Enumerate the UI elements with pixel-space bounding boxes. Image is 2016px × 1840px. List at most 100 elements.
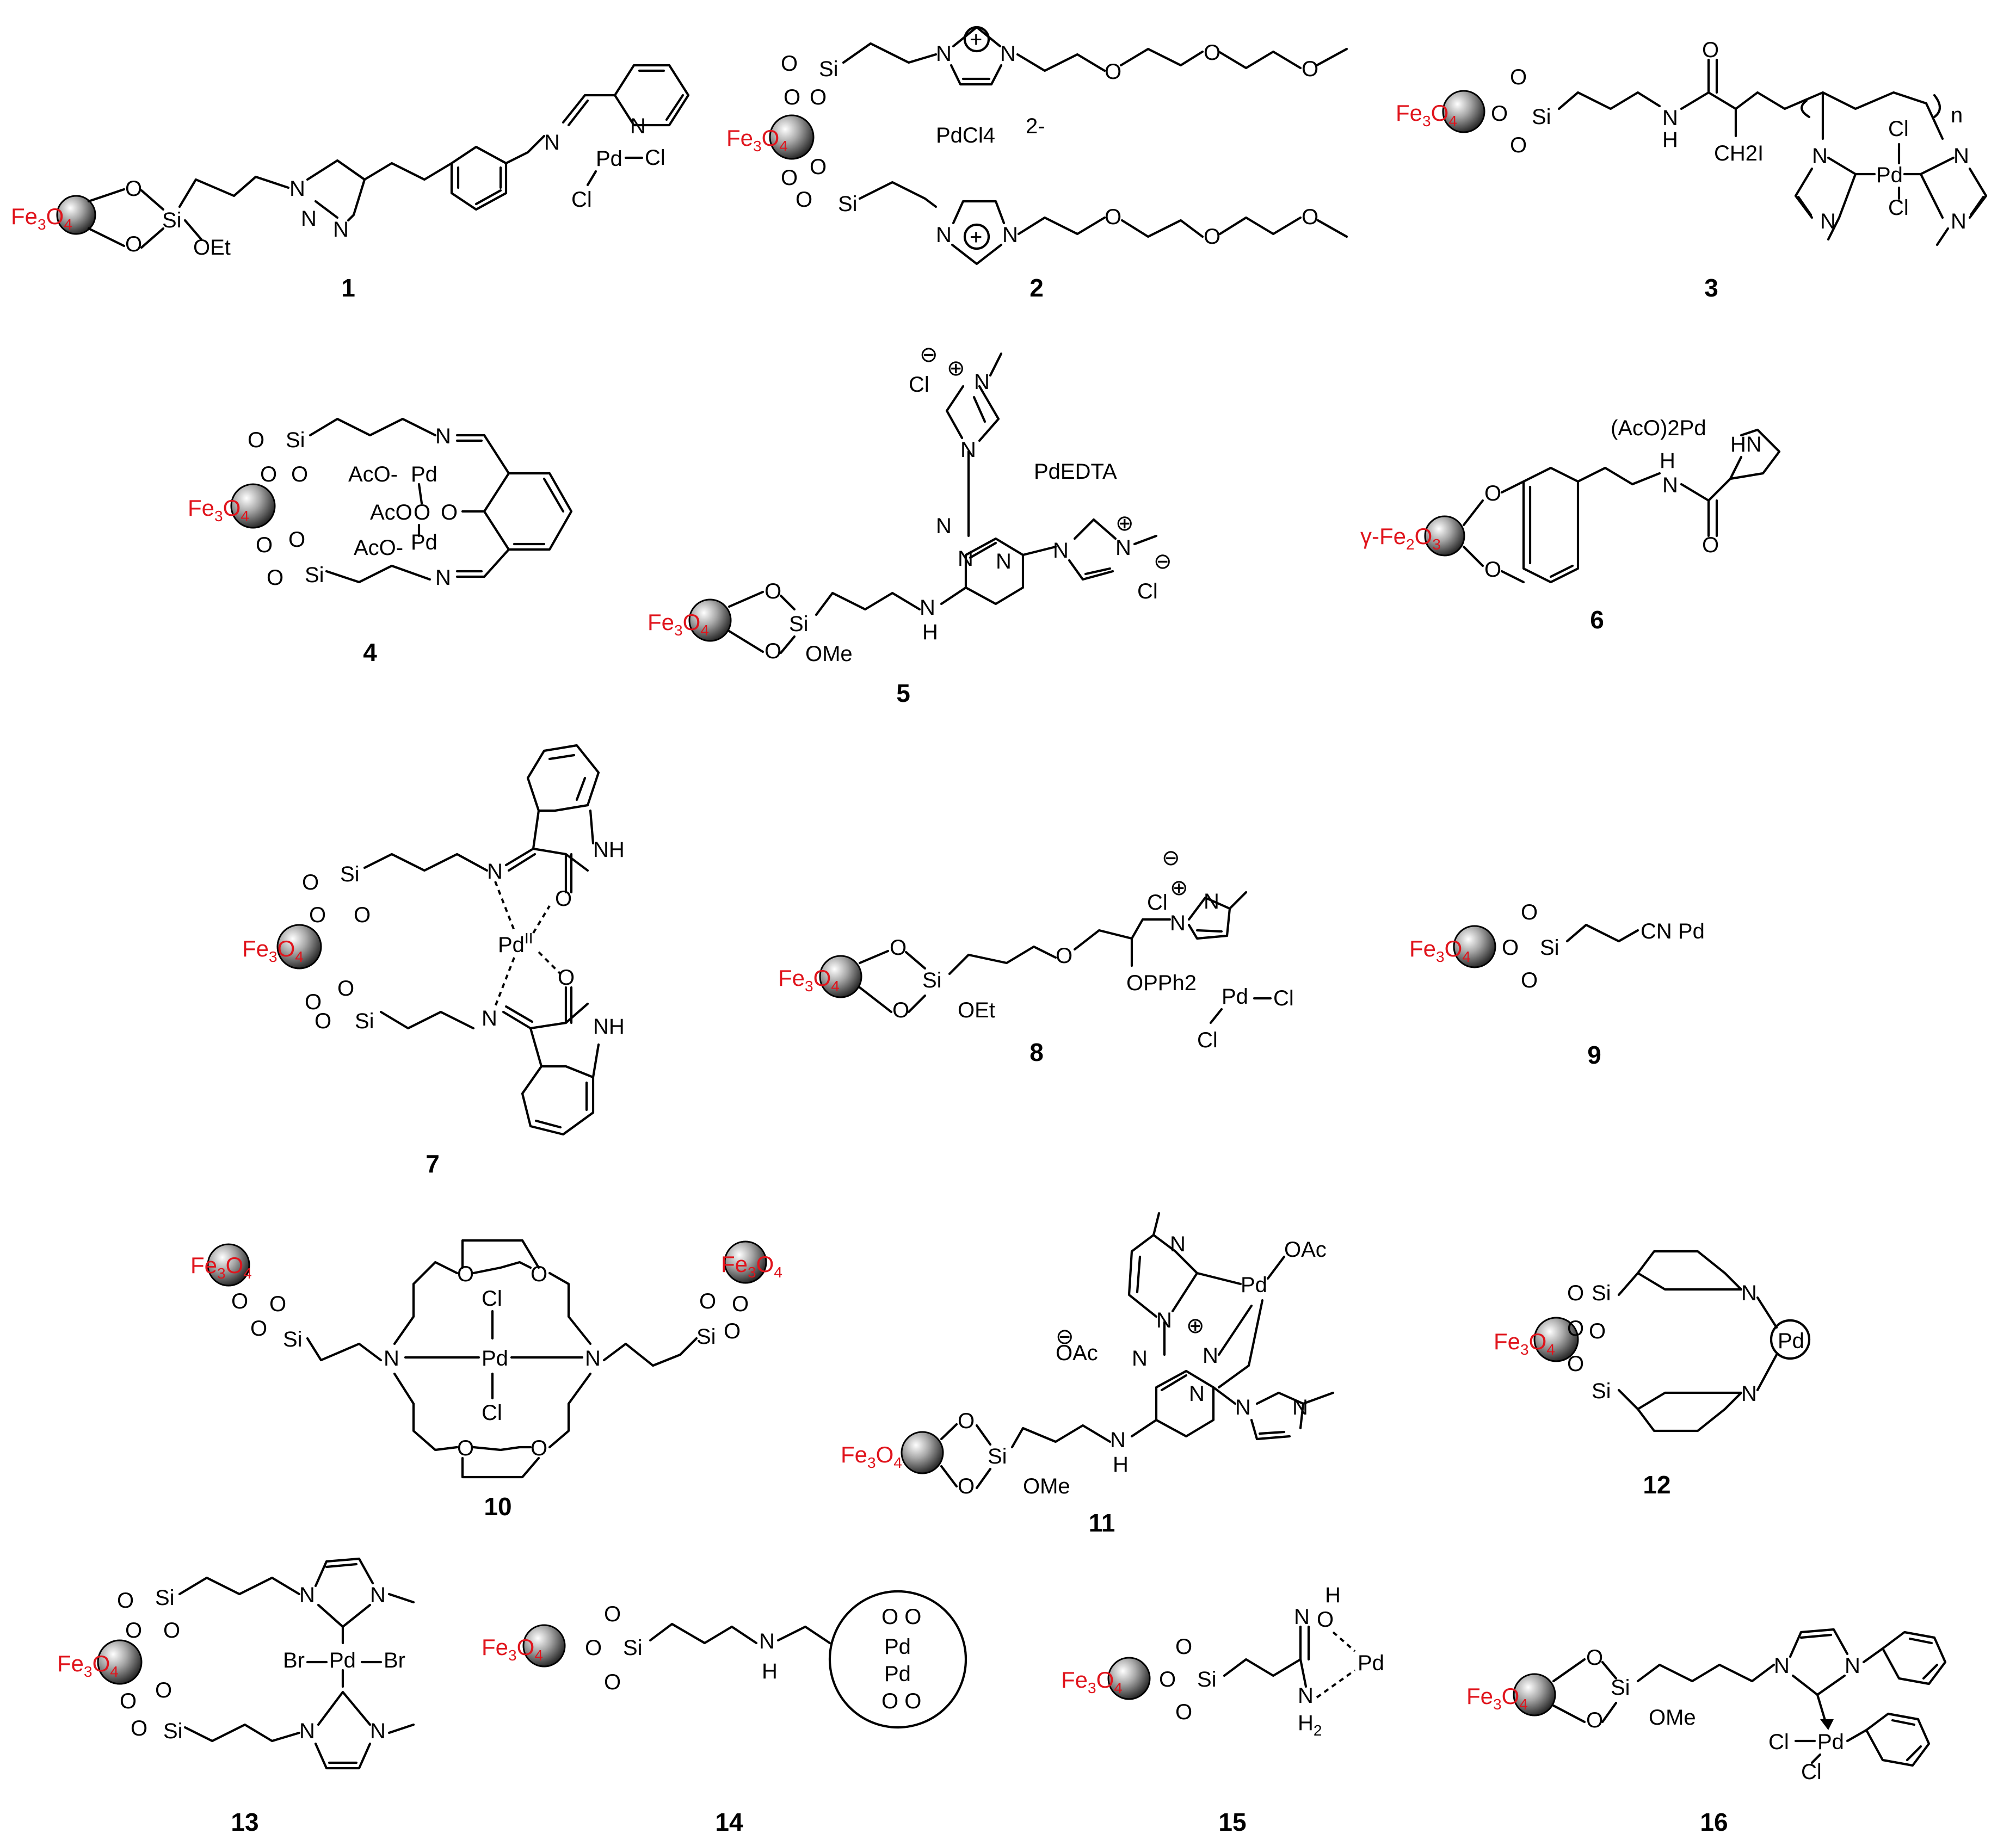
svg-text:⊕: ⊕ [947, 356, 965, 380]
svg-text:Pd: Pd [329, 1648, 356, 1672]
svg-text:N: N [1741, 1382, 1757, 1406]
nanoparticle-sphere [56, 195, 96, 235]
svg-text:Pd: Pd [1778, 1329, 1804, 1353]
svg-text:N: N [936, 514, 952, 538]
svg-text:O: O [337, 977, 354, 1001]
svg-text:Cl: Cl [1888, 196, 1909, 220]
svg-text:Cl: Cl [909, 373, 929, 397]
support-label: Fe3O4 [57, 1651, 119, 1680]
svg-text:O: O [765, 579, 781, 603]
svg-text:O: O [604, 1602, 621, 1626]
acetate-1: AcO- [348, 462, 398, 486]
svg-text:N: N [759, 1629, 775, 1653]
nanoparticle-sphere [901, 1431, 944, 1474]
svg-text:O: O [125, 232, 142, 256]
svg-text:N: N [936, 42, 952, 66]
svg-text:N: N [1156, 1308, 1172, 1332]
svg-text:O: O [1105, 60, 1121, 84]
support-label: Fe3O4 [726, 125, 788, 155]
metal-pd: Pd [596, 147, 622, 171]
svg-text:Br: Br [283, 1648, 305, 1672]
svg-text:Si: Si [1592, 1379, 1611, 1403]
svg-text:N: N [301, 207, 317, 231]
svg-text:Si: Si [163, 1719, 183, 1743]
nanoparticle-sphere [769, 114, 815, 160]
svg-text:O: O [1484, 481, 1501, 505]
compound-number: 4 [363, 638, 377, 666]
svg-text:O: O [1589, 1319, 1606, 1343]
nanoparticle-sphere [1424, 515, 1465, 557]
svg-text:O: O [414, 501, 430, 524]
svg-text:N: N [1000, 42, 1016, 66]
svg-text:O: O [163, 1619, 180, 1643]
svg-text:O: O [1567, 1317, 1584, 1341]
svg-text:Pd: Pd [411, 462, 437, 486]
svg-text:N: N [1662, 106, 1678, 130]
svg-text:O: O [120, 1689, 137, 1713]
compound-number: 10 [484, 1492, 511, 1521]
svg-text:O: O [1105, 205, 1121, 229]
svg-text:O: O [732, 1292, 749, 1316]
svg-text:Si: Si [155, 1586, 175, 1610]
svg-text:O: O [291, 462, 308, 486]
compound-15: Fe3O4 OO OSi N O H NH2 Pd 15 [1061, 1583, 1384, 1836]
svg-text:N: N [1110, 1428, 1126, 1452]
support-label: Fe3O4 [11, 203, 72, 233]
svg-text:O: O [1702, 38, 1719, 62]
svg-text:2-: 2- [1026, 114, 1045, 138]
svg-text:Pd: Pd [482, 1347, 508, 1370]
svg-text:O: O [1521, 968, 1538, 992]
svg-text:⊕: ⊕ [1186, 1314, 1205, 1338]
nanoparticle-sphere [97, 1639, 143, 1685]
svg-text:Si: Si [789, 612, 809, 636]
svg-text:O: O [1204, 225, 1220, 249]
svg-text:O: O [248, 428, 264, 452]
svg-text:N: N [299, 1583, 315, 1607]
support-label: Fe3O4 [1396, 100, 1457, 129]
svg-text:N: N [1845, 1654, 1860, 1678]
svg-text:O: O [1502, 936, 1519, 960]
svg-text:O: O [1510, 65, 1527, 89]
svg-text:N: N [1170, 911, 1186, 935]
compound-1: Fe3O4 O O Si OEt N N N N N Pd Cl Cl 1 [11, 64, 690, 302]
svg-text:O O: O O [881, 1689, 921, 1713]
svg-text:O: O [457, 1436, 474, 1460]
support-label: Fe3O4 [242, 936, 304, 965]
svg-text:O: O [784, 85, 800, 109]
svg-text:O: O [585, 1636, 602, 1660]
svg-text:O: O [260, 462, 277, 486]
counter-ion-text: PdCl4 [936, 124, 995, 147]
svg-text:N: N [487, 860, 503, 884]
svg-text:N: N [370, 1583, 386, 1607]
svg-text:O: O [1317, 1608, 1334, 1632]
svg-text:N: N [435, 424, 451, 448]
svg-text:O: O [125, 1619, 142, 1643]
svg-text:O O: O O [881, 1605, 921, 1629]
svg-text:N: N [1204, 890, 1219, 913]
svg-text:O: O [1484, 558, 1501, 582]
svg-text:Pd: Pd [884, 1635, 911, 1659]
svg-text:O: O [131, 1716, 147, 1740]
nanoparticle-sphere [688, 598, 732, 642]
svg-text:H: H [1325, 1583, 1341, 1607]
svg-text:HN: HN [1730, 433, 1762, 456]
compound-11: Fe3O4 OO Si OMe NH NN N N N Pd OAc N N ⊕… [841, 1212, 1335, 1537]
svg-text:H: H [1660, 449, 1675, 473]
nanoparticle-sphere [230, 483, 276, 529]
nanoparticle-sphere [1107, 1657, 1151, 1700]
svg-text:O: O [765, 639, 781, 663]
compound-number: 5 [896, 679, 910, 707]
svg-text:O: O [288, 528, 305, 552]
svg-text:N: N [1953, 144, 1969, 168]
compound-number: 6 [1590, 606, 1604, 634]
svg-text:N: N [1115, 536, 1131, 560]
svg-text:N: N [920, 596, 935, 620]
svg-text:O: O [958, 1474, 975, 1498]
svg-text:O: O [125, 177, 142, 201]
svg-text:O: O [531, 1262, 547, 1286]
svg-text:N: N [630, 114, 646, 138]
compound-number: 14 [715, 1808, 743, 1836]
svg-text:Si: Si [305, 563, 324, 587]
